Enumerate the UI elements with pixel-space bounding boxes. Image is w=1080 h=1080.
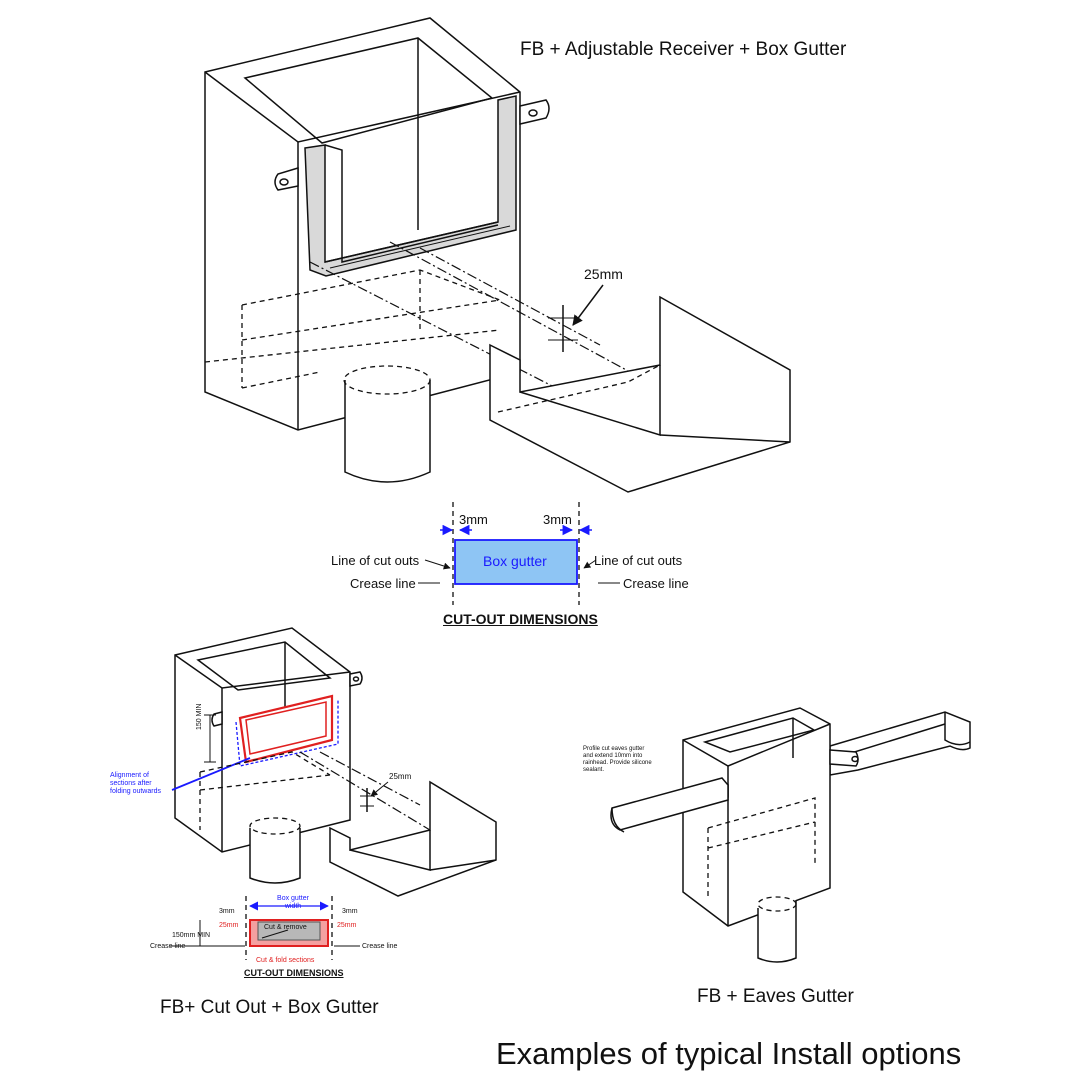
cut-fold-label: Cut & fold sections xyxy=(256,957,315,964)
bottom-left-gap-dimension: 25mm xyxy=(389,772,412,781)
eaves-gutter-note: Profile cut eaves gutter and extend 10mm… xyxy=(583,746,652,773)
top-diagram-caption: FB + Adjustable Receiver + Box Gutter xyxy=(520,39,847,60)
box-gutter-label: Box gutter xyxy=(483,553,547,569)
cutout-detail xyxy=(418,502,620,605)
cutout-dim-right: 3mm xyxy=(543,512,572,527)
bottom-left-diagram xyxy=(171,627,497,897)
cutout-dim-left: 3mm xyxy=(459,512,488,527)
bottom-right-caption: FB + Eaves Gutter xyxy=(697,986,854,1007)
bl-crease-right: Crease line xyxy=(362,943,398,950)
line-cutouts-left-label: Line of cut outs xyxy=(331,553,420,568)
bottom-left-cutout-detail xyxy=(170,896,360,960)
line-cutouts-right-label: Line of cut outs xyxy=(594,553,683,568)
box-gutter xyxy=(489,295,791,493)
bl-red-right: 25mm xyxy=(337,922,357,929)
min-150-label: 150 MIN xyxy=(196,703,203,730)
box-gutter-width-label: Box gutter width xyxy=(277,895,309,910)
rainhead-box xyxy=(204,17,550,431)
cut-remove-label: Cut & remove xyxy=(264,924,307,931)
cutout-dimensions-heading: CUT-OUT DIMENSIONS xyxy=(443,611,598,627)
alignment-note: Alignment of sections after folding outw… xyxy=(110,772,161,795)
crease-line-left-label: Crease line xyxy=(350,576,416,591)
bottom-right-diagram xyxy=(610,707,971,963)
bl-red-left: 25mm xyxy=(219,922,239,929)
box-gutter-shape xyxy=(454,539,578,585)
bottom-left-caption: FB+ Cut Out + Box Gutter xyxy=(160,997,379,1018)
bl-cutout-dimensions-heading: CUT-OUT DIMENSIONS xyxy=(244,968,344,978)
top-diagram xyxy=(204,17,791,493)
top-gap-dimension: 25mm xyxy=(584,266,623,282)
crease-line-right-label: Crease line xyxy=(623,576,689,591)
bl-dim-left: 3mm xyxy=(219,908,235,915)
page-title: Examples of typical Install options xyxy=(496,1036,962,1071)
downpipe xyxy=(343,365,431,483)
min-150mm-label: 150mm MIN xyxy=(172,932,211,939)
bl-crease-left: Crease line xyxy=(150,943,186,950)
mounting-ear-icon xyxy=(519,99,550,125)
bl-dim-right: 3mm xyxy=(342,908,358,915)
